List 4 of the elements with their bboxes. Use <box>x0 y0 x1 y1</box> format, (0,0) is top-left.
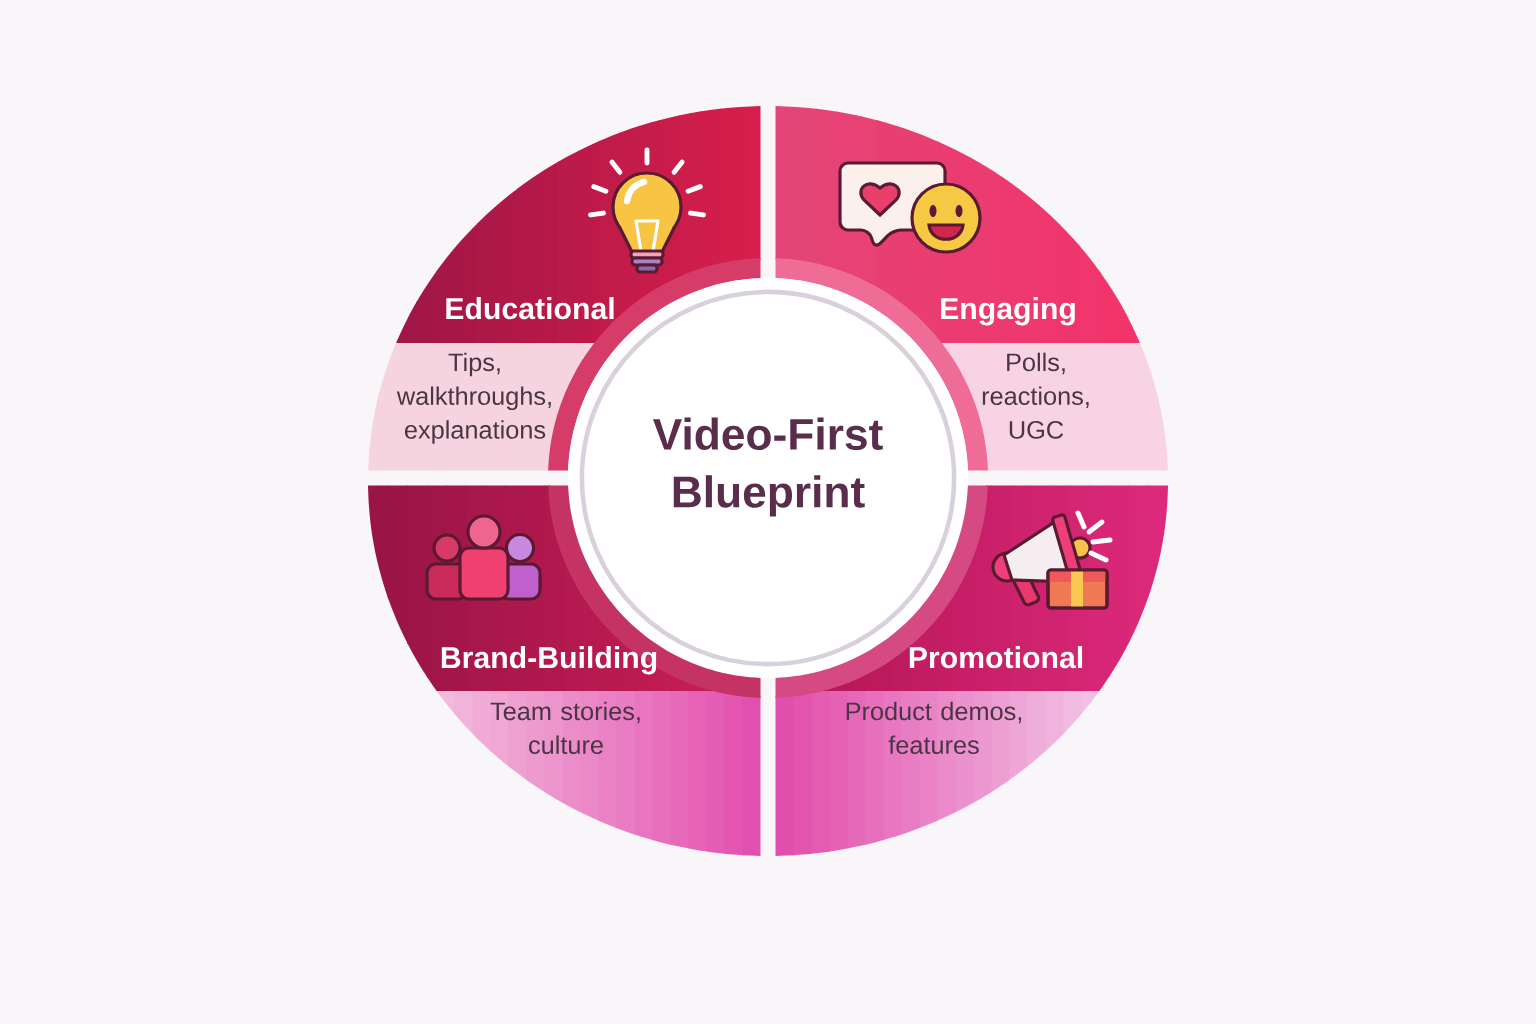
segment-description: Product demos, features <box>846 701 1022 755</box>
segment-description: Team stories, culture <box>490 701 640 755</box>
segment-description: Polls, reactions, UGC <box>982 352 1089 439</box>
segment-description: Tips, walkthroughs, explanations <box>396 352 551 444</box>
